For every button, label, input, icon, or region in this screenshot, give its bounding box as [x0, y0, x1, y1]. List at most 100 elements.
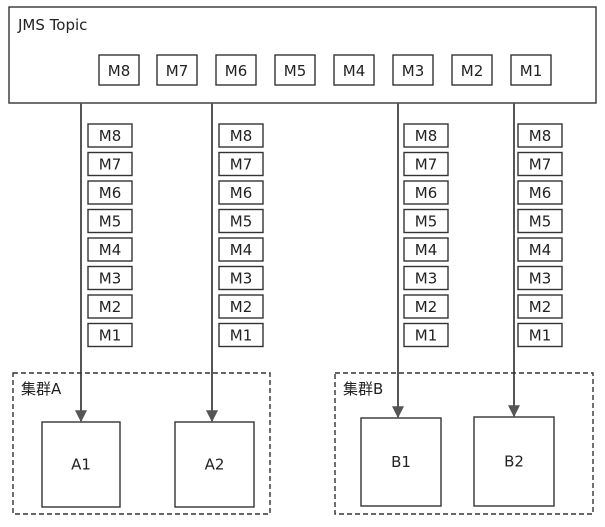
- queue-message-box: [403, 294, 449, 319]
- queue-message-label: M4: [230, 241, 253, 259]
- queue-message: M4: [87, 237, 133, 262]
- topic-message: M8: [98, 54, 140, 86]
- topic-message-box: [392, 54, 434, 86]
- queue-message-label: M3: [529, 270, 552, 288]
- queue-message: M5: [218, 208, 264, 234]
- queue-message-box: [403, 151, 449, 177]
- queue-message: M3: [218, 265, 264, 291]
- queue-message: M7: [87, 151, 133, 177]
- queue-message: M4: [403, 237, 449, 262]
- queue-message-box: [87, 151, 133, 177]
- queue-message-label: M5: [415, 213, 438, 231]
- topic-message: M2: [451, 54, 493, 86]
- topic-message-label: M7: [166, 62, 189, 80]
- queue-message: M6: [218, 180, 264, 205]
- queue-message-label: M6: [529, 184, 552, 202]
- node-box: [41, 421, 121, 508]
- queue-message-box: [87, 208, 133, 234]
- queue-message-label: M6: [99, 184, 122, 202]
- cluster-b: 集群B B1 B2: [334, 372, 594, 515]
- queue-message-box: [403, 123, 449, 148]
- queue-message-box: [517, 123, 563, 148]
- queue-message: M1: [218, 322, 264, 348]
- queue-message-label: M4: [415, 241, 438, 259]
- queue-message-box: [218, 265, 264, 291]
- queue-message-box: [403, 208, 449, 234]
- queue-message-label: M4: [529, 241, 552, 259]
- queue-message: M4: [517, 237, 563, 262]
- queue-message-box: [517, 237, 563, 262]
- queue-message-label: M2: [230, 298, 253, 316]
- queue-message: M8: [403, 123, 449, 148]
- queue-message-label: M8: [415, 127, 438, 145]
- queue-message-label: M2: [415, 298, 438, 316]
- queue-message-label: M7: [415, 156, 438, 174]
- queue-message-box: [403, 322, 449, 348]
- cluster-label: 集群B: [343, 380, 383, 398]
- topic-message: M4: [333, 54, 375, 86]
- queue-message: M5: [403, 208, 449, 234]
- queue-message-box: [218, 180, 264, 205]
- queue-message-box: [87, 294, 133, 319]
- node-label: B1: [391, 453, 411, 471]
- queue-message-label: M4: [99, 241, 122, 259]
- queue-message-label: M3: [230, 270, 253, 288]
- queue-message-label: M8: [99, 127, 122, 145]
- cluster-boundary: [12, 372, 271, 515]
- queue-message-box: [517, 294, 563, 319]
- queue-message-label: M2: [529, 298, 552, 316]
- topic-message: M5: [274, 54, 316, 86]
- queue-message-box: [403, 237, 449, 262]
- cluster-label: 集群A: [21, 380, 62, 398]
- queue-message-box: [218, 151, 264, 177]
- node-box: [360, 417, 442, 507]
- queue-message: M7: [517, 151, 563, 177]
- queue-message: M1: [403, 322, 449, 348]
- queue-message-label: M7: [230, 156, 253, 174]
- queue-message: M5: [517, 208, 563, 234]
- node-label: B2: [504, 453, 524, 471]
- topic-message-label: M8: [108, 62, 131, 80]
- topic-message-box: [451, 54, 493, 86]
- queue-message-label: M6: [230, 184, 253, 202]
- topic-message-label: M1: [520, 62, 543, 80]
- queue-message-box: [218, 322, 264, 348]
- node-box: [174, 421, 255, 508]
- queue-message-label: M6: [415, 184, 438, 202]
- queue-message: M5: [87, 208, 133, 234]
- topic-message-box: [215, 54, 257, 86]
- topic-message-box: [510, 54, 552, 86]
- queue-message: M3: [517, 265, 563, 291]
- queue-message: M3: [87, 265, 133, 291]
- queue-message-label: M1: [230, 327, 253, 345]
- topic-message-label: M4: [343, 62, 366, 80]
- queue-message-label: M1: [99, 327, 122, 345]
- topic-message-box: [98, 54, 140, 86]
- node-label: A1: [71, 456, 91, 474]
- queue-message-box: [87, 123, 133, 148]
- delivery-arrows: [75, 103, 520, 423]
- queue-message-box: [517, 322, 563, 348]
- queue-message: M2: [517, 294, 563, 319]
- queue-message: M2: [403, 294, 449, 319]
- topic-message-label: M3: [402, 62, 425, 80]
- topic-message: M1: [510, 54, 552, 86]
- queue-message: M4: [218, 237, 264, 262]
- node-a1: A1: [41, 421, 121, 508]
- queue-message: M8: [218, 123, 264, 148]
- queue-message: M6: [403, 180, 449, 205]
- queue-message: M8: [87, 123, 133, 148]
- queue-message-label: M3: [99, 270, 122, 288]
- queue-message: M1: [87, 322, 133, 348]
- queue-message-label: M7: [99, 156, 122, 174]
- queue-message: M1: [517, 322, 563, 348]
- subscriber-queues: M8M7M6M5M4M3M2M1M8M7M6M5M4M3M2M1M8M7M6M5…: [87, 123, 563, 348]
- topic-message-box: [274, 54, 316, 86]
